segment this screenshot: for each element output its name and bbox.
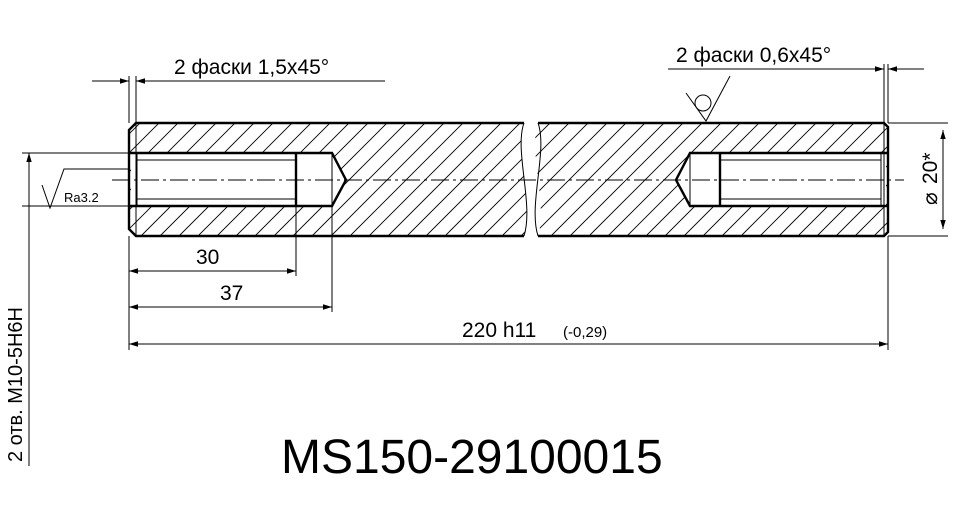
hatch-line: [129, 123, 179, 236]
hatch-line: [399, 123, 512, 236]
section-hatching-left: [0, 123, 672, 236]
hatch-line: [463, 123, 527, 236]
roughness-label: Ra3.2: [64, 190, 99, 205]
chamfer-right-label: 2 фаски 0,6х45°: [676, 44, 831, 67]
hatch-line: [368, 123, 483, 236]
hatch-line: [588, 123, 703, 236]
hatch-line: [835, 123, 888, 236]
hatch-line: [330, 123, 445, 236]
hatch-line: [535, 123, 589, 236]
hatch-line: [380, 123, 493, 236]
hatch-line: [406, 123, 521, 236]
holes-note: 2 отв. М10-5Н6Н: [5, 307, 27, 462]
dimension-37: 37: [129, 206, 333, 312]
chamfer-left-label: 2 фаски 1,5х45°: [174, 56, 329, 79]
dimension-30-label: 30: [196, 246, 219, 269]
hatch-line: [550, 123, 665, 236]
hatch-line: [418, 123, 531, 236]
hatch-line: [311, 123, 426, 236]
hatch-line: [129, 123, 160, 236]
hatch-line: [8, 123, 121, 236]
hatch-line: [569, 123, 684, 236]
hatch-line: [501, 123, 527, 236]
dimension-37-label: 37: [220, 282, 243, 305]
thread-dimension-vertical: 2 отв. М10-5Н6Н: [5, 152, 129, 466]
dimension-220-tolerance: (-0,29): [563, 324, 607, 341]
dimension-30: 30: [128, 206, 297, 350]
chamfer-right-callout: 2 фаски 0,6х45°: [668, 44, 924, 123]
roughness-symbol-left: Ra3.2: [41, 168, 129, 210]
hatch-line: [535, 123, 646, 236]
diameter-dimension: ⌀ 20*: [888, 122, 948, 237]
diameter-value: 20*: [919, 152, 942, 184]
hatch-line: [854, 123, 888, 236]
right-threaded-hole: [674, 151, 888, 208]
dimension-220-label: 220 h11: [462, 319, 536, 342]
left-threaded-hole: [129, 151, 348, 208]
hatch-line: [129, 123, 141, 236]
hatch-line: [535, 123, 570, 236]
hatch-line: [535, 123, 551, 236]
hatch-line: [540, 123, 653, 236]
hatch-line: [559, 123, 672, 236]
hatch-line: [444, 123, 527, 236]
part-number: MS150-29100015: [281, 431, 663, 484]
hatch-line: [387, 123, 502, 236]
hatch-line: [535, 123, 627, 236]
hatch-line: [292, 123, 407, 236]
part-outline: [127, 121, 890, 238]
surface-finish-symbol-top: [685, 75, 731, 122]
hatch-line: [425, 123, 527, 236]
hatch-line: [535, 123, 608, 236]
hatch-line: [607, 123, 722, 236]
dimension-220: 220 h11 (-0,29): [129, 236, 889, 350]
diameter-symbol: ⌀: [919, 192, 942, 205]
hatch-line: [0, 123, 102, 236]
hatch-line: [349, 123, 464, 236]
chamfer-left-callout: 2 фаски 1,5х45°: [92, 56, 385, 123]
hatch-line: [482, 123, 527, 236]
